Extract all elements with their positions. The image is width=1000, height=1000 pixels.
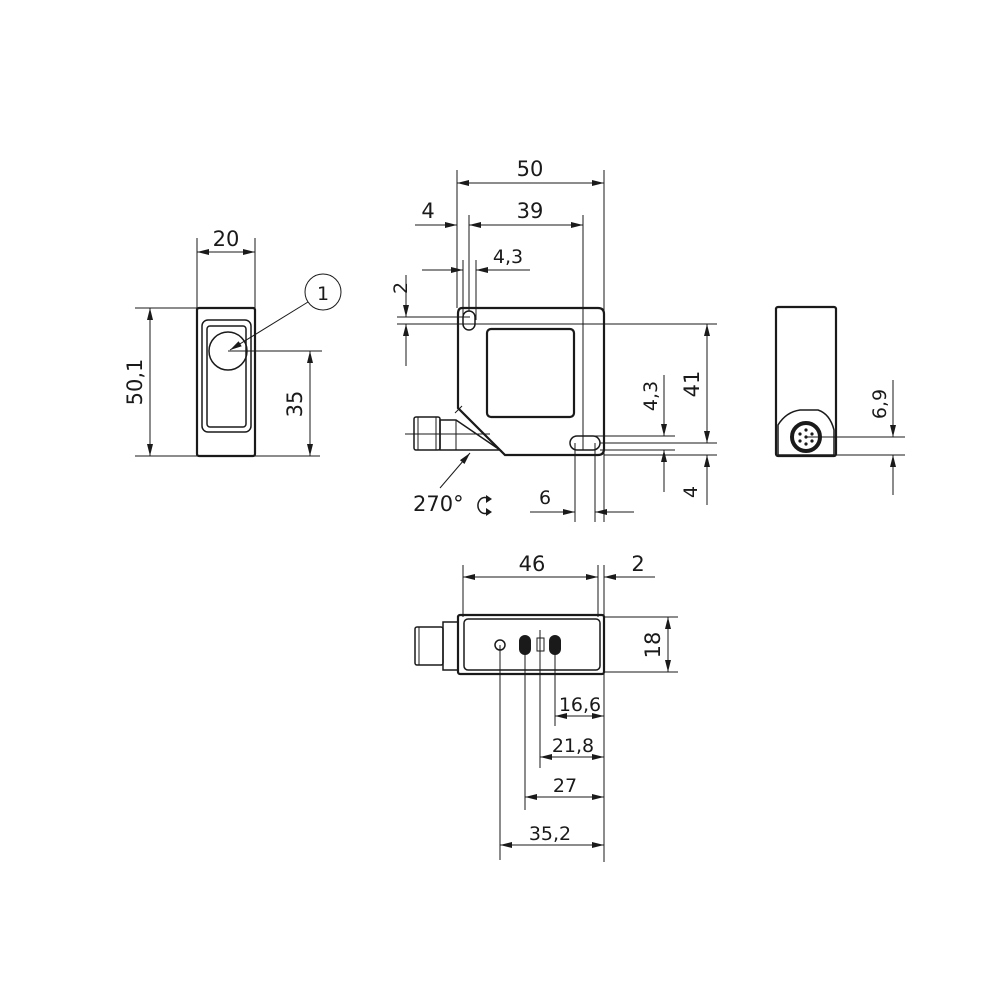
lens-window — [206, 325, 247, 428]
dim-element-label: 16,6 — [559, 694, 601, 716]
dim-depth-label: 18 — [641, 632, 665, 659]
dim-connector-height-label: 6,9 — [869, 389, 891, 419]
top-panel — [463, 618, 601, 671]
connector — [405, 405, 503, 451]
dim-optical-axis-label: 35 — [283, 391, 307, 418]
dim-hole-spacing-label: 39 — [517, 199, 544, 223]
dim-width-label: 20 — [213, 227, 240, 251]
mounting-hole-top — [462, 310, 476, 331]
callout-balloon — [304, 273, 342, 311]
top-view: 46 2 18 16,6 21,8 27 35,2 — [414, 552, 678, 862]
dim-slot-width-label: 6 — [539, 487, 551, 509]
dim-element-label: 21,8 — [552, 735, 594, 757]
dim-height-label: 50,1 — [123, 359, 147, 406]
front-window — [485, 327, 576, 419]
dim-hole-width-label: 4,3 — [493, 246, 523, 268]
dim-hole-offset-label: 4 — [421, 199, 434, 223]
right-side-view: 6,9 — [774, 305, 905, 495]
dim-hole-height-label: 2 — [390, 282, 412, 294]
housing-outline — [774, 305, 838, 458]
dim-element-label: 35,2 — [529, 823, 571, 845]
dim-width-label: 50 — [517, 157, 544, 181]
front-view: 50 39 4 4,3 2 41 4 4,3 — [390, 157, 717, 522]
dim-slot-height-label: 4,3 — [640, 381, 662, 411]
connector-pins — [798, 428, 814, 446]
connector — [414, 621, 459, 671]
dim-length-label: 46 — [519, 552, 546, 576]
connector-rotation-label: 270° — [413, 492, 464, 516]
dim-vertical-spacing-label: 41 — [680, 371, 704, 398]
dim-slot-offset-label: 4 — [680, 486, 702, 498]
dim-element-label: 27 — [553, 775, 577, 797]
lens-frame — [201, 319, 252, 433]
connector-collar — [777, 409, 835, 456]
dim-edge-label: 2 — [631, 552, 644, 576]
housing-outline — [456, 306, 606, 457]
left-side-view: 20 50,1 35 1 — [123, 227, 342, 458]
rotation-arrow-icon — [477, 496, 490, 515]
callout-number: 1 — [317, 283, 329, 305]
